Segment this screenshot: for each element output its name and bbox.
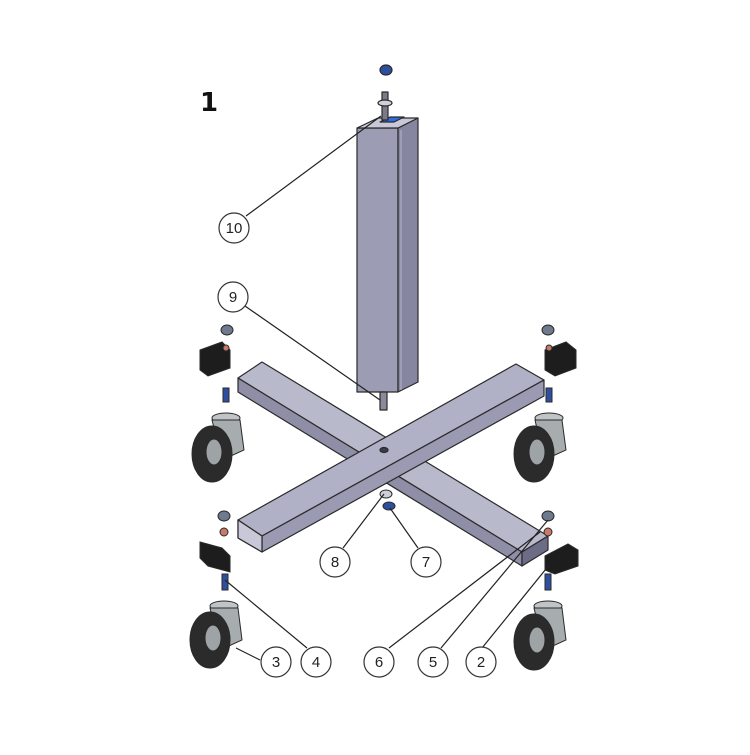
callout-4-label: 4 xyxy=(312,654,320,671)
post-top-nut xyxy=(379,64,393,76)
caster-back-left xyxy=(191,324,245,483)
washer xyxy=(543,527,553,537)
wheel-hub xyxy=(528,438,546,466)
callout-9: 9 xyxy=(217,281,249,313)
callout-10-label: 10 xyxy=(226,220,243,237)
post-bottom-bolt xyxy=(379,391,388,411)
callout-4: 4 xyxy=(300,646,332,678)
nut xyxy=(217,510,231,522)
post-top-washer xyxy=(377,99,393,107)
leader-10 xyxy=(245,115,382,217)
leader-3 xyxy=(235,647,261,661)
leader-7 xyxy=(389,507,419,549)
bracket xyxy=(544,341,577,377)
wheel-hub xyxy=(205,438,223,466)
callout-9-label: 9 xyxy=(229,289,237,306)
washer xyxy=(545,344,553,352)
bracket xyxy=(199,541,231,573)
leader-lines xyxy=(224,115,551,661)
callout-2-label: 2 xyxy=(477,654,485,671)
center-hardware xyxy=(379,489,396,511)
callout-2: 2 xyxy=(465,646,497,678)
cross-base xyxy=(237,361,549,567)
leader-8 xyxy=(342,493,385,549)
caster-front-left xyxy=(189,510,243,669)
leader-2 xyxy=(481,563,551,649)
post-top xyxy=(356,117,419,129)
wheel-hub xyxy=(528,626,546,654)
callout-6: 6 xyxy=(363,646,395,678)
callout-5-label: 5 xyxy=(429,654,437,671)
center-nut xyxy=(382,501,396,511)
caster-back-right xyxy=(513,324,577,483)
base-arm-b-end xyxy=(237,519,263,553)
washer xyxy=(222,344,230,352)
washer xyxy=(219,527,229,537)
bracket xyxy=(544,543,579,575)
callout-3-label: 3 xyxy=(272,654,280,671)
callout-8: 8 xyxy=(319,546,351,578)
nut xyxy=(541,324,555,336)
upright-post xyxy=(356,64,419,411)
leader-6 xyxy=(388,531,541,649)
leader-9 xyxy=(244,305,381,401)
base-arm-a-end xyxy=(521,535,549,567)
callout-7: 7 xyxy=(410,546,442,578)
bolt xyxy=(222,387,230,403)
callout-5: 5 xyxy=(417,646,449,678)
nut xyxy=(220,324,234,336)
leader-4 xyxy=(224,579,308,649)
callout-3: 3 xyxy=(260,646,292,678)
bolt xyxy=(545,387,553,403)
callout-6-label: 6 xyxy=(375,654,383,671)
bracket xyxy=(199,341,231,377)
post-front xyxy=(356,127,399,393)
step-number: 1 xyxy=(200,88,219,118)
bolt xyxy=(544,573,552,591)
wheel-hub xyxy=(204,624,222,652)
nut xyxy=(541,510,555,522)
callout-10: 10 xyxy=(218,212,250,244)
callout-7-label: 7 xyxy=(422,554,430,571)
callout-8-label: 8 xyxy=(331,554,339,571)
leader-5 xyxy=(440,519,549,649)
base-center-hole xyxy=(379,446,389,454)
caster-front-right xyxy=(513,510,579,671)
